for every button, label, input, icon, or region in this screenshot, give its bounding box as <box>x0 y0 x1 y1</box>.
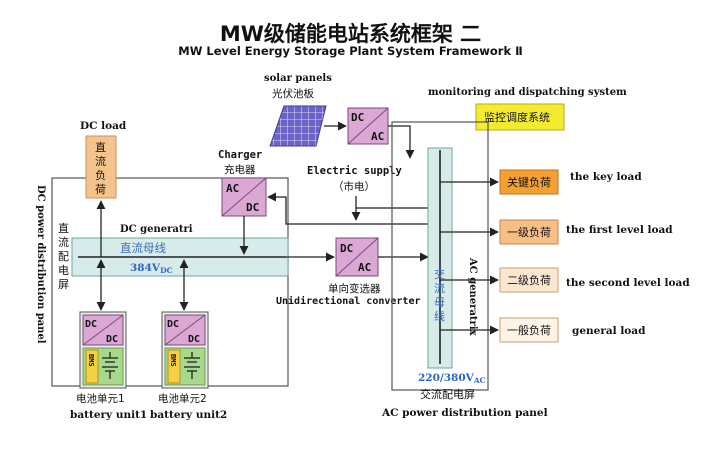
load-key: 关键负荷 the key load <box>440 169 642 195</box>
svg-text:配: 配 <box>58 250 69 263</box>
converter-en-label: Unidirectional converter <box>276 295 421 307</box>
svg-text:关键负荷: 关键负荷 <box>507 175 551 189</box>
ac-panel-cn-label: 交流配电屏 <box>420 387 475 401</box>
battery-symbol-icon <box>184 352 200 379</box>
load-first-level: 一级负荷 the first level load <box>440 219 673 245</box>
battery-unit-2-cn-label: 电池单元2 <box>158 392 207 405</box>
svg-text:AC: AC <box>226 182 239 195</box>
charger-converter: AC DC <box>221 177 267 217</box>
dc-load-box <box>85 135 117 199</box>
svg-text:the first level load: the first level load <box>566 224 673 236</box>
svg-text:流: 流 <box>434 281 445 295</box>
svg-text:母: 母 <box>434 296 445 309</box>
svg-text:DC: DC <box>351 111 364 124</box>
svg-text:BMS: BMS <box>169 354 177 367</box>
svg-text:流: 流 <box>58 235 69 249</box>
dc-bus-voltage: 384VDC <box>130 262 173 275</box>
solar-cn-label: 光伏池板 <box>272 87 314 100</box>
ac-bus-en-label: AC generatrix <box>467 257 478 337</box>
svg-text:电: 电 <box>58 264 69 277</box>
dc-panel-cn-label: 直 流 配 电 屏 <box>58 221 69 291</box>
diagram-title: MW级储能电站系统框架 二 <box>219 22 482 46</box>
svg-text:DC: DC <box>246 201 259 214</box>
battery-unit-1-cn-label: 电池单元1 <box>76 392 125 405</box>
svg-text:屏: 屏 <box>58 278 69 291</box>
inverter-to-ac-bus-arrow <box>388 125 415 159</box>
battery-unit-1: DC DC BMS <box>79 259 127 389</box>
dc-bus-en-label: DC generatri <box>120 224 193 235</box>
svg-text:负: 负 <box>95 168 106 182</box>
svg-text:流: 流 <box>95 154 106 168</box>
solar-en-label: solar panels <box>264 73 332 84</box>
monitor-box <box>475 103 565 131</box>
ac-bus-voltage: 220/380VAC <box>418 372 486 385</box>
svg-text:二级负荷: 二级负荷 <box>507 273 551 287</box>
battery-symbol-icon <box>102 352 118 379</box>
unidirectional-converter: DC AC <box>335 237 379 277</box>
battery-unit-2: DC DC BMS <box>161 259 209 389</box>
ac-panel-outline <box>391 121 489 391</box>
svg-text:荷: 荷 <box>95 183 106 196</box>
dc-load-cn-label: 直 流 负 荷 <box>95 140 106 196</box>
electric-supply-en-label: Electric supply <box>307 165 403 177</box>
svg-text:直: 直 <box>58 221 69 235</box>
svg-text:一般负荷: 一般负荷 <box>507 323 551 337</box>
diagram-subtitle: MW Level Energy Storage Plant System Fra… <box>178 44 523 58</box>
svg-text:AC: AC <box>358 261 371 274</box>
ac-panel-en-label: AC power distribution panel <box>381 407 548 419</box>
svg-text:DC: DC <box>85 319 97 330</box>
load-second-level: 二级负荷 the second level load <box>440 267 690 293</box>
battery-unit-2-en-label: battery unit2 <box>150 409 227 421</box>
battery-unit-1-en-label: battery unit1 <box>70 409 147 421</box>
solar-inverter: DC AC <box>347 107 389 145</box>
charger-cn-label: 充电器 <box>224 163 256 176</box>
svg-text:DC: DC <box>106 334 118 345</box>
svg-text:BMS: BMS <box>87 354 95 367</box>
svg-text:general load: general load <box>572 325 646 337</box>
ac-bus-to-charger-arrow <box>267 192 430 225</box>
load-general: 一般负荷 general load <box>440 317 646 343</box>
charger-en-label: Charger <box>218 149 262 161</box>
ac-bus-cn-label: 交 流 母 线 <box>434 267 445 323</box>
solar-panel-icon <box>269 105 327 147</box>
svg-text:DC: DC <box>167 319 179 330</box>
converter-cn-label: 单向变选器 <box>328 282 381 295</box>
svg-text:线: 线 <box>434 309 445 323</box>
svg-text:交: 交 <box>434 267 445 281</box>
dc-bus-cn-label: 直流母线 <box>120 241 166 255</box>
electric-supply-cn-label: （市电） <box>333 180 375 193</box>
svg-text:the second level load: the second level load <box>566 277 690 289</box>
svg-text:the key load: the key load <box>570 171 642 183</box>
svg-text:直: 直 <box>95 140 106 154</box>
svg-text:DC: DC <box>340 242 353 255</box>
dc-panel-en-label: DC power distribution panel <box>35 185 46 344</box>
svg-text:AC: AC <box>371 130 384 143</box>
svg-text:DC: DC <box>188 334 200 345</box>
svg-text:一级负荷: 一级负荷 <box>507 225 551 239</box>
monitor-en-label: monitoring and dispatching system <box>428 87 627 98</box>
monitor-cn-label: 监控调度系统 <box>484 110 550 124</box>
dc-load-en-label: DC load <box>80 120 127 132</box>
